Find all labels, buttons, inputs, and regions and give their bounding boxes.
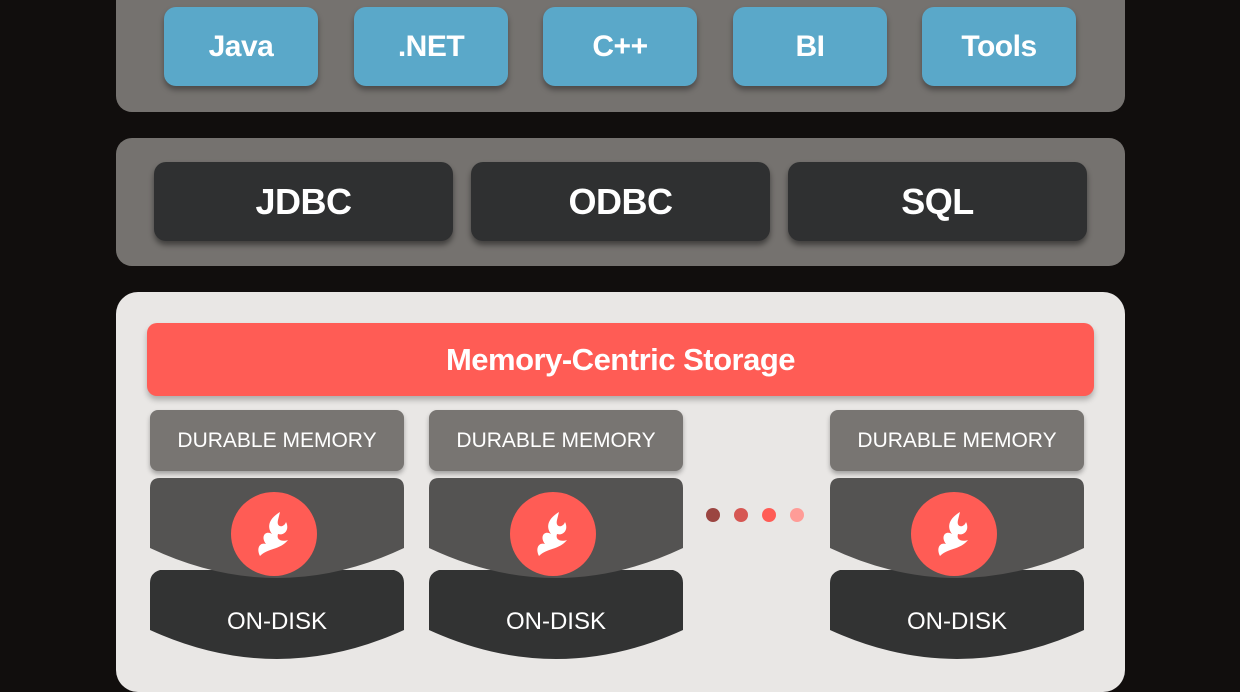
jdbc-box: JDBC bbox=[154, 162, 453, 241]
memory-centric-storage-bar: Memory-Centric Storage bbox=[147, 323, 1094, 396]
sql-box: SQL bbox=[788, 162, 1087, 241]
durable-memory-label: DURABLE MEMORY bbox=[429, 410, 683, 471]
disk-stack-graphic bbox=[429, 478, 683, 659]
bi-box: BI bbox=[733, 7, 887, 86]
odbc-box: ODBC bbox=[471, 162, 770, 241]
tools-box: Tools bbox=[922, 7, 1076, 86]
dot bbox=[734, 508, 748, 522]
ellipsis-dots-icon bbox=[706, 508, 810, 524]
dotnet-box: .NET bbox=[354, 7, 508, 86]
java-box: Java bbox=[164, 7, 318, 86]
ignite-flame-icon bbox=[231, 492, 317, 576]
on-disk-label: ON-DISK bbox=[505, 608, 606, 635]
ignite-flame-icon bbox=[510, 492, 596, 576]
dot bbox=[706, 508, 720, 522]
cluster-node: DURABLE MEMORY ON-DISK bbox=[830, 410, 1084, 669]
cluster-node: DURABLE MEMORY ON-DISK bbox=[429, 410, 683, 669]
on-disk-label: ON-DISK bbox=[226, 608, 327, 635]
cluster-node: DURABLE MEMORY ON-DISK bbox=[150, 410, 404, 669]
ignite-flame-icon bbox=[911, 492, 997, 576]
cpp-box: C++ bbox=[543, 7, 697, 86]
dot bbox=[762, 508, 776, 522]
dot bbox=[790, 508, 804, 522]
on-disk-label: ON-DISK bbox=[906, 608, 1007, 635]
durable-memory-label: DURABLE MEMORY bbox=[150, 410, 404, 471]
durable-memory-label: DURABLE MEMORY bbox=[830, 410, 1084, 471]
